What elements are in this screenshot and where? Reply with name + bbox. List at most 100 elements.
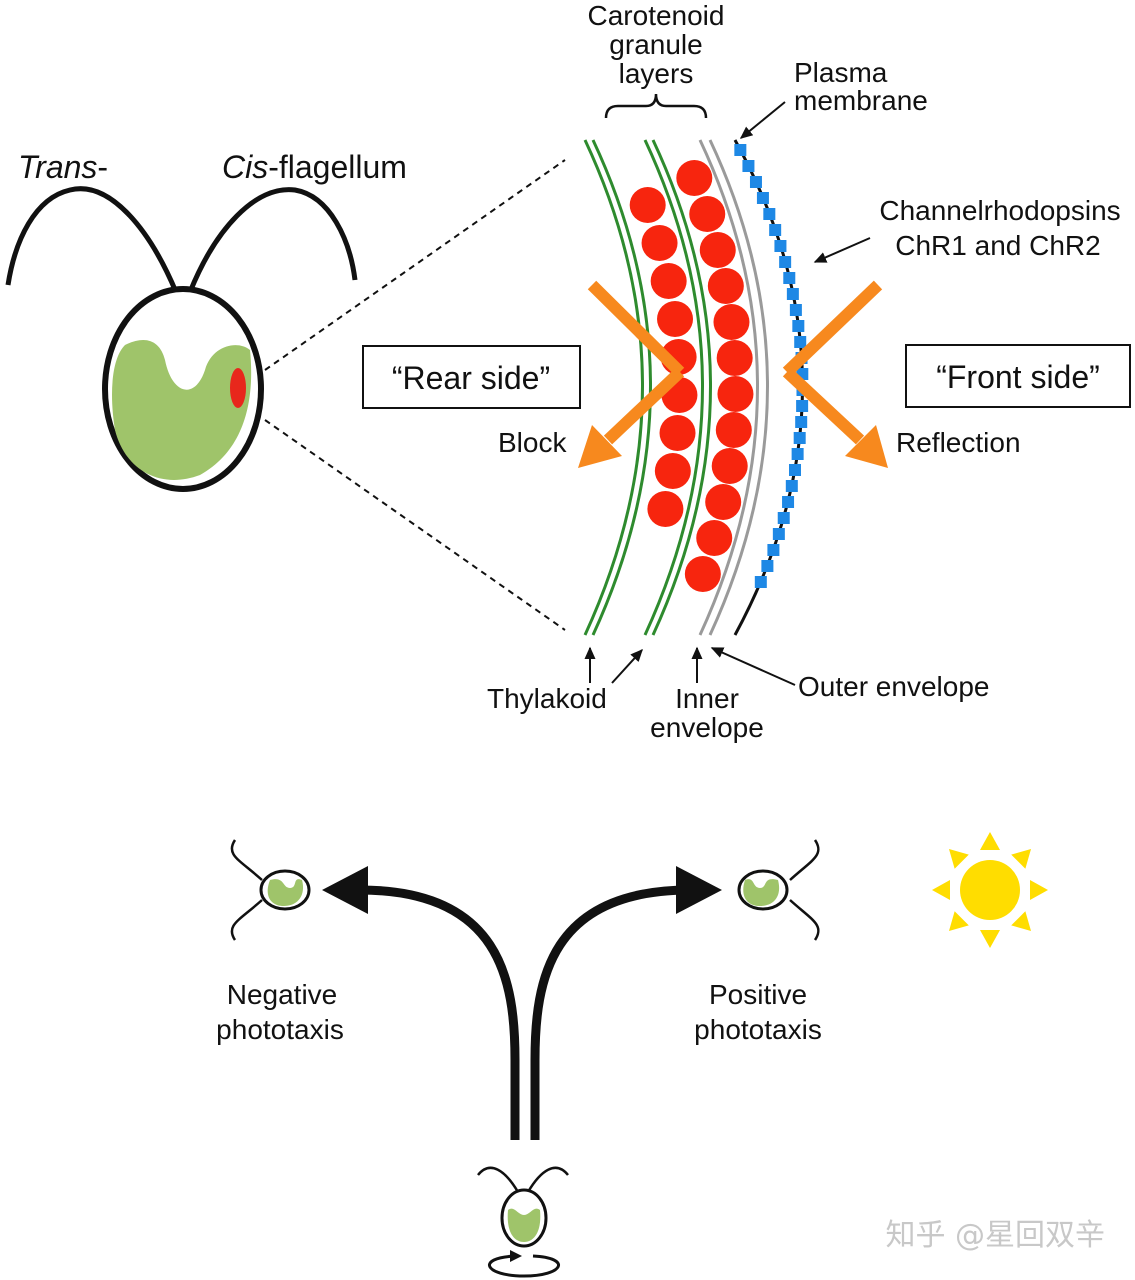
negative-label-1: Negative: [227, 979, 338, 1010]
rear-side-box: [362, 345, 581, 409]
channelrhodopsin: [791, 448, 804, 460]
sun-ray: [980, 832, 1000, 850]
front-side-box: [905, 344, 1131, 408]
channelrhodopsin: [785, 480, 798, 492]
rear-side-label: “Rear side”: [392, 360, 550, 396]
channelrhodopsin: [777, 512, 790, 524]
eyespot-layers: [583, 139, 809, 636]
carotenoid-granule: [654, 453, 691, 489]
carotenoid-granule: [629, 187, 666, 223]
incoming-light-arrow: [782, 280, 883, 377]
blocked-light-arrow: [587, 280, 685, 377]
carotenoid-granule: [657, 301, 694, 337]
channelrhodopsin: [772, 528, 785, 540]
carotenoid-granule: [699, 232, 736, 268]
channelrhodopsin: [796, 400, 809, 412]
cell-illustration: [5, 186, 358, 492]
positive-phototaxis-arrow: [530, 885, 691, 1140]
trans-flagellum-label: Trans-: [18, 149, 108, 185]
thylakoid-pointer-2: [611, 648, 643, 684]
inner-label-1: Inner: [675, 683, 739, 714]
cis-flagellum-label: Cis-flagellum: [222, 149, 407, 185]
thylakoid-label: Thylakoid: [487, 683, 607, 714]
channelrhodopsin: [734, 144, 747, 156]
outer-envelope-pointer: [710, 647, 796, 686]
channelrhodopsin: [794, 336, 807, 348]
rotation-arrow-icon: [488, 1254, 560, 1278]
negative-label-2: phototaxis: [216, 1014, 344, 1045]
channelrhodopsin: [749, 176, 762, 188]
channelrhodopsin: [793, 432, 806, 444]
reflection-label: Reflection: [896, 427, 1021, 458]
channelrhodopsin: [767, 544, 780, 556]
watermark: 知乎 @星回双辛: [885, 1218, 1105, 1253]
block-label: Block: [498, 427, 567, 458]
positive-label-1: Positive: [709, 979, 807, 1010]
reflection-arrowhead: [845, 425, 888, 468]
carotenoid-granule: [707, 268, 744, 304]
channelrhodopsin: [754, 576, 767, 588]
sun-ray: [1030, 880, 1048, 900]
carotenoid-granule: [641, 225, 678, 261]
carotenoid-granule: [650, 263, 687, 299]
trans-flagellum: [5, 186, 179, 293]
sun-ray: [1011, 848, 1032, 869]
thylakoid-membrane-2: [643, 139, 704, 636]
channelrhodopsin: [795, 416, 808, 428]
negative-phototaxis-arrow: [359, 885, 520, 1140]
channelrhodopsin: [789, 304, 802, 316]
block-arrow-shaft: [603, 367, 685, 445]
carotenoid-granule: [715, 412, 752, 448]
chr-pointer: [813, 237, 871, 263]
reflection-arrow-shaft: [782, 367, 865, 445]
thylakoid-membrane-1: [583, 139, 644, 636]
sun-ray: [932, 880, 950, 900]
phototaxis-arrows: [322, 866, 722, 1140]
plasma-label-1: Plasma: [794, 57, 888, 88]
carotenoid-granule: [717, 376, 754, 412]
block-arrowhead: [578, 425, 622, 468]
plasma-pointer: [739, 101, 786, 139]
front-side-label: “Front side”: [936, 359, 1100, 395]
chr-label-1: Channelrhodopsins: [879, 195, 1120, 226]
carotenoid-granule: [684, 556, 721, 592]
sun-ray: [948, 848, 969, 869]
channelrhodopsin: [786, 288, 799, 300]
outer-envelope: [708, 139, 769, 636]
cell-negative-phototaxis: [230, 839, 311, 941]
channelrhodopsin: [789, 464, 801, 476]
channelrhodopsin: [783, 272, 796, 284]
carotenoid-granule: [705, 484, 742, 520]
carotenoid-label-2: granule: [609, 29, 702, 60]
carotenoid-granule: [659, 415, 696, 451]
cis-flagellum: [187, 187, 358, 293]
plasma-label-2: membrane: [794, 85, 928, 116]
chr-label-2: ChR1 and ChR2: [895, 230, 1100, 261]
channelrhodopsin: [774, 240, 787, 252]
channelrhodopsin: [763, 208, 776, 220]
channelrhodopsin: [761, 560, 774, 572]
cell-start: [477, 1166, 569, 1278]
zoom-line-top: [264, 159, 566, 371]
light-arrows: [578, 280, 888, 468]
sun-ray: [1011, 911, 1032, 932]
outer-envelope-label: Outer envelope: [798, 671, 989, 702]
carotenoid-granule: [647, 491, 684, 527]
carotenoid-label-1: Carotenoid: [588, 0, 725, 31]
sun-ray: [948, 911, 969, 932]
eyespot: [230, 368, 246, 408]
carotenoid-granule: [711, 448, 748, 484]
channelrhodopsin: [742, 160, 755, 172]
cell-positive-phototaxis: [737, 839, 820, 941]
carotenoid-granule: [716, 340, 753, 376]
channelrhodopsin: [769, 224, 782, 236]
carotenoid-granule: [676, 160, 713, 196]
sun-ray: [980, 930, 1000, 948]
carotenoid-granule: [713, 304, 750, 340]
channelrhodopsin: [756, 192, 769, 204]
positive-label-2: phototaxis: [694, 1014, 822, 1045]
sun-icon: [932, 832, 1048, 948]
carotenoid-granule: [689, 196, 726, 232]
inner-envelope: [698, 139, 759, 636]
